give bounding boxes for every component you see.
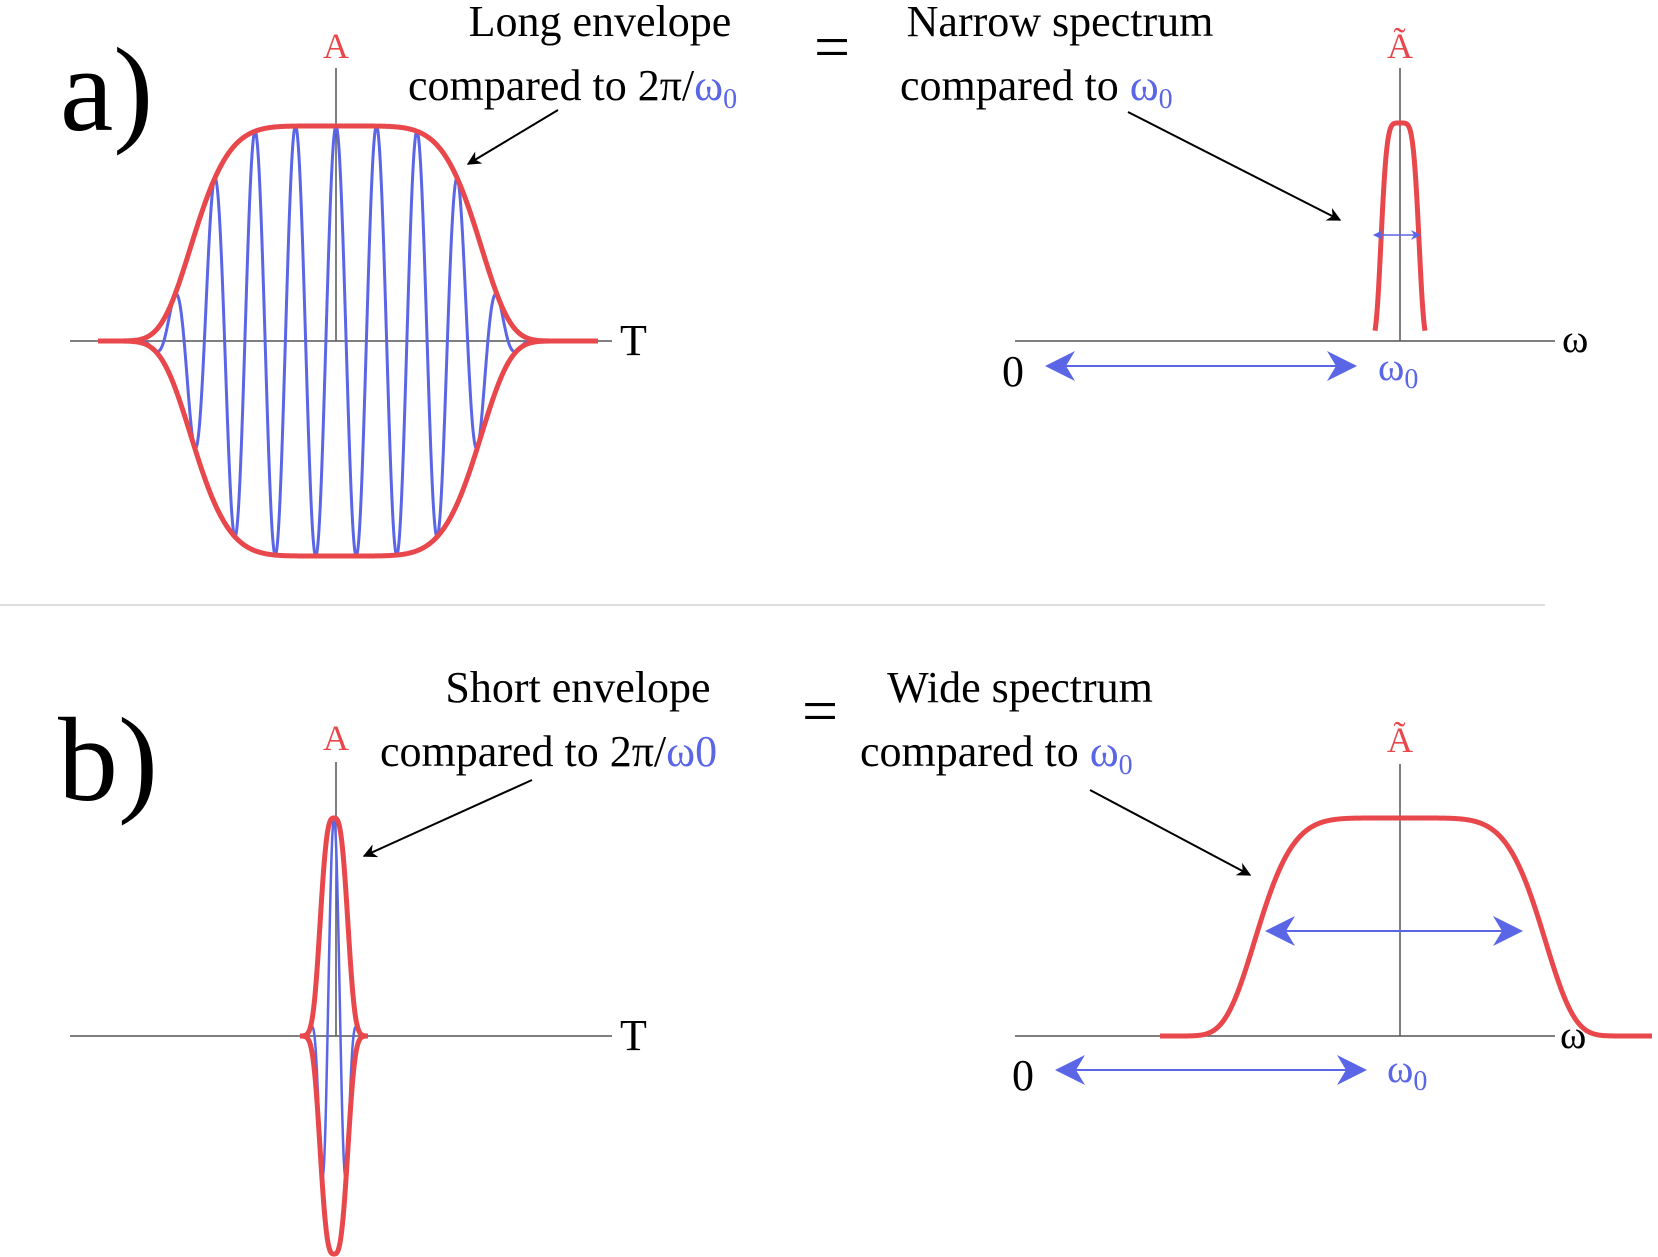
- panel-b-spectrum-caption-line1: Wide spectrum: [887, 663, 1153, 712]
- panel-b-spectrum-amplitude-label: Ã: [1387, 720, 1413, 760]
- panel-b: b) A T Short envelope compared to 2π/ω0 …: [58, 663, 1652, 1257]
- panel-a-time-callout-arrow: [466, 109, 559, 165]
- panel-a-spectrum-callout-arrow: [1127, 111, 1342, 221]
- panel-a-envelope-lower: [98, 338, 598, 559]
- panel-b-time-plot: A T Short envelope compared to 2π/ω0: [70, 663, 717, 1257]
- panel-b-spectrum-curve: [1160, 815, 1652, 1039]
- panel-a-spectrum-caption-line1: Narrow spectrum: [907, 0, 1214, 46]
- panel-a-carrier-wave: [100, 124, 590, 558]
- panel-a-envelope-upper: [98, 123, 598, 344]
- panel-a-time-axis-label: T: [620, 316, 647, 365]
- panel-a-time-caption-line1: Long envelope: [469, 0, 732, 46]
- panel-a-center-frequency-label: ω0: [1378, 344, 1418, 395]
- panel-b-carrier-wave: [300, 816, 368, 1179]
- panel-b-envelope-lower: [299, 1033, 369, 1257]
- panel-b-amplitude-label: A: [323, 718, 349, 758]
- panel-a-spectrum-amplitude-label: Ã: [1387, 26, 1413, 66]
- panel-a-amplitude-label: A: [323, 26, 349, 66]
- panel-a: a) A T Long envelope compared to 2π/ω0 =…: [60, 0, 1588, 559]
- panel-b-time-callout-arrow: [362, 779, 533, 858]
- panel-a-origin-label: 0: [1002, 347, 1024, 396]
- panel-b-time-caption-line2: compared to 2π/ω0: [380, 727, 717, 776]
- panel-a-spectrum-caption-line2: compared to ω0: [900, 61, 1173, 115]
- panel-a-frequency-axis-label: ω: [1562, 316, 1588, 361]
- panel-a-spectrum-curve: [1372, 120, 1428, 332]
- panel-a-equals-sign: =: [814, 11, 850, 82]
- panel-b-time-axis-label: T: [620, 1011, 647, 1060]
- panel-a-time-caption-line2: compared to 2π/ω0: [408, 61, 737, 115]
- panel-b-spectrum-plot: Ã ω 0 ω0 Wide spectrum compared to ω0: [860, 663, 1652, 1100]
- panel-b-label: b): [58, 693, 158, 826]
- panel-b-time-caption-line1: Short envelope: [445, 663, 710, 712]
- panel-b-center-frequency-label: ω0: [1387, 1046, 1427, 1097]
- panel-b-spectrum-callout-arrow: [1089, 789, 1252, 876]
- panel-b-envelope-upper: [299, 815, 369, 1039]
- panel-b-equals-sign: =: [802, 675, 838, 746]
- panel-b-origin-label: 0: [1012, 1051, 1034, 1100]
- panel-a-label: a): [60, 23, 153, 156]
- panel-b-spectrum-caption-line2: compared to ω0: [860, 727, 1133, 781]
- panel-a-spectrum-plot: Ã ω 0 ω0 Narrow spectrum compared to ω0: [900, 0, 1588, 396]
- panel-a-time-plot: A T Long envelope compared to 2π/ω0: [70, 0, 737, 559]
